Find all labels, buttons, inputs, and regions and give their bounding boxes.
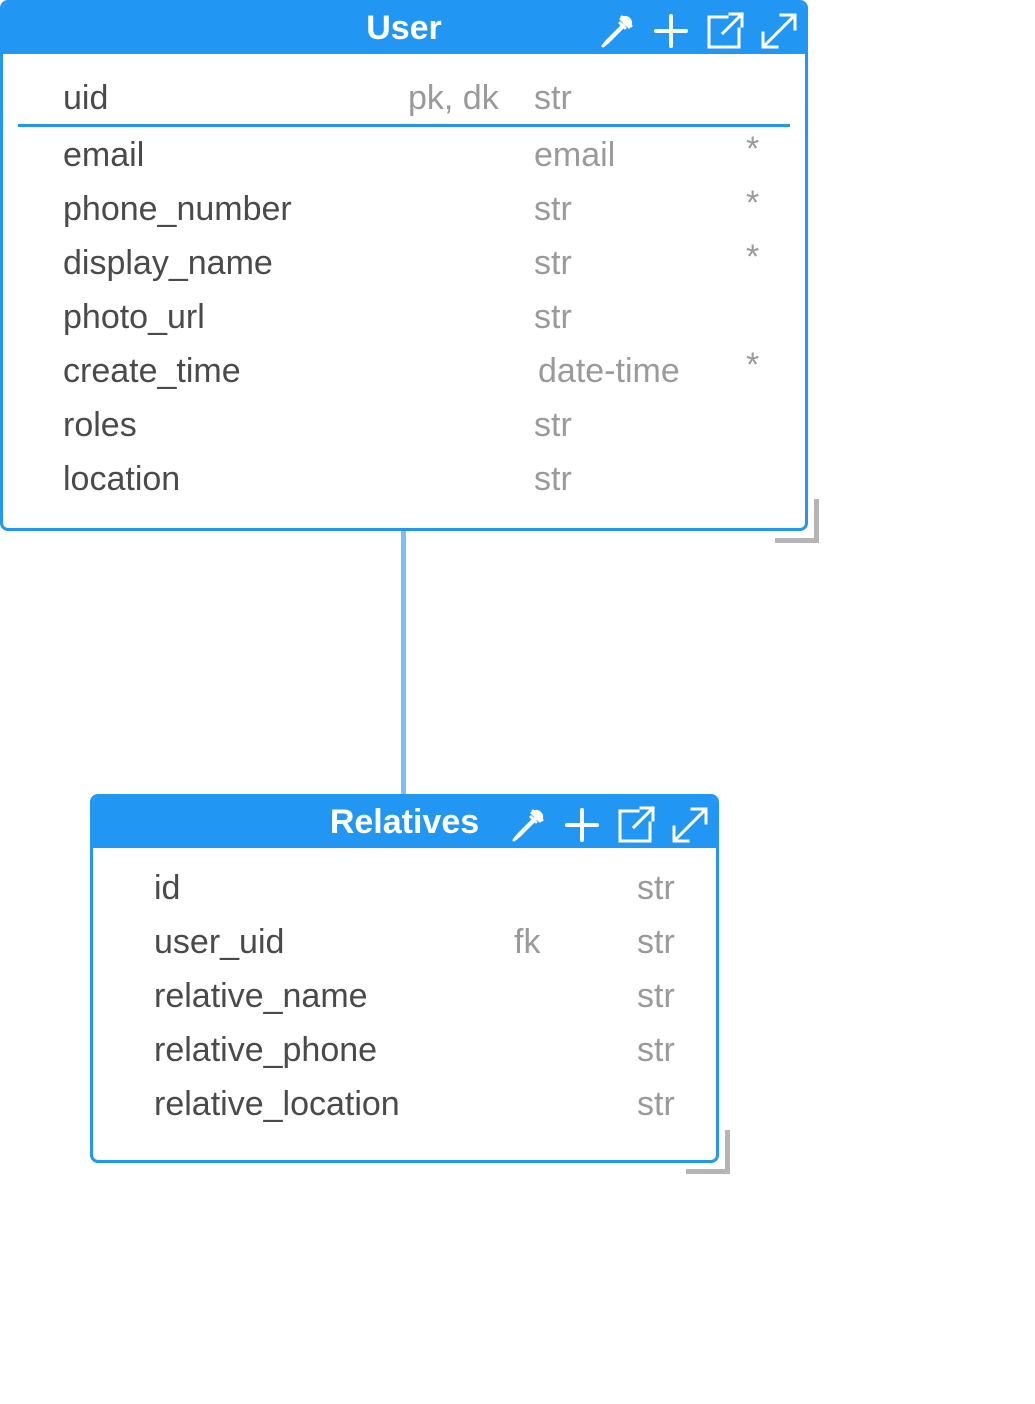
field-name: email — [63, 136, 145, 174]
eyedropper-icon[interactable] — [508, 805, 548, 845]
relatives-table-header[interactable]: Relatives — [93, 797, 716, 848]
field-name: location — [63, 460, 181, 498]
open-external-icon[interactable] — [705, 11, 745, 51]
field-type: email — [534, 136, 616, 174]
field-type: str — [637, 923, 675, 961]
field-name: create_time — [63, 352, 241, 390]
field-required-marker: * — [746, 238, 760, 276]
field-required-marker: * — [746, 184, 760, 222]
field-type: str — [637, 1085, 675, 1123]
field-type: str — [534, 190, 572, 228]
relatives-table-resize-handle[interactable] — [686, 1130, 730, 1174]
field-type: str — [534, 406, 572, 444]
relatives-table-title: Relatives — [329, 803, 480, 841]
field-name: relative_phone — [154, 1031, 378, 1069]
user-table-header-icons — [597, 11, 799, 51]
open-external-icon[interactable] — [616, 805, 656, 845]
field-type: str — [534, 79, 572, 117]
field-name: photo_url — [63, 298, 205, 336]
field-row[interactable]: user_uid fk str — [93, 915, 716, 969]
plus-icon[interactable] — [651, 11, 691, 51]
field-name: phone_number — [63, 190, 292, 228]
field-row[interactable]: relative_phone str — [93, 1023, 716, 1077]
field-name: relative_location — [154, 1085, 400, 1123]
user-table-title: User — [366, 9, 442, 47]
expand-icon[interactable] — [759, 11, 799, 51]
user-table-header[interactable]: User — [3, 3, 805, 54]
field-name: roles — [63, 406, 137, 444]
relatives-table-header-icons — [508, 805, 710, 845]
field-row[interactable]: relative_name str — [93, 969, 716, 1023]
field-row[interactable]: roles str — [3, 398, 805, 452]
field-row[interactable]: relative_location str — [93, 1077, 716, 1131]
field-row[interactable]: id str — [93, 861, 716, 915]
field-row[interactable]: location str — [3, 452, 805, 506]
field-key: fk — [514, 923, 541, 961]
plus-icon[interactable] — [562, 805, 602, 845]
field-name: uid — [63, 79, 109, 117]
field-key: pk, dk — [408, 79, 499, 117]
eyedropper-icon[interactable] — [597, 11, 637, 51]
field-name: display_name — [63, 244, 273, 282]
field-name: id — [154, 869, 181, 907]
field-type: str — [534, 244, 572, 282]
field-type: str — [637, 1031, 675, 1069]
field-row[interactable]: photo_url str — [3, 290, 805, 344]
field-required-marker: * — [746, 346, 760, 384]
field-row[interactable]: phone_number str * — [3, 182, 805, 236]
field-type: str — [534, 298, 572, 336]
field-required-marker: * — [746, 130, 760, 168]
field-type: str — [534, 460, 572, 498]
field-row[interactable]: email email * — [3, 128, 805, 182]
relatives-table[interactable]: Relatives — [90, 794, 719, 1163]
field-name: user_uid — [154, 923, 285, 961]
field-type: str — [637, 977, 675, 1015]
field-type: date-time — [538, 352, 680, 390]
user-table-resize-handle[interactable] — [775, 499, 819, 543]
field-row[interactable]: display_name str * — [3, 236, 805, 290]
expand-icon[interactable] — [670, 805, 710, 845]
primary-key-divider — [18, 124, 790, 127]
field-row[interactable]: create_time date-time * — [3, 344, 805, 398]
field-row[interactable]: uid pk, dk str — [3, 71, 805, 125]
relationship-connector[interactable] — [401, 530, 406, 796]
user-table[interactable]: User — [0, 0, 808, 531]
field-type: str — [637, 869, 675, 907]
field-name: relative_name — [154, 977, 368, 1015]
